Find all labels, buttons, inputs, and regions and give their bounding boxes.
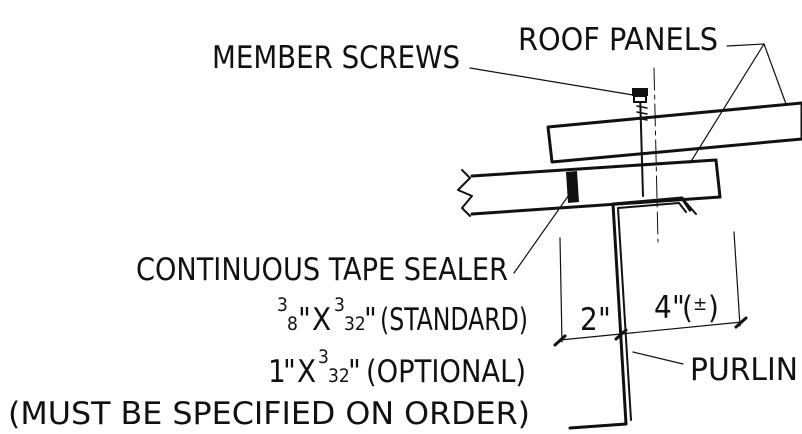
std-b-num: 3: [334, 294, 345, 316]
svg-text:": ": [283, 354, 296, 390]
svg-text:": ": [348, 354, 361, 390]
tape-sealer-label: CONTINUOUS TAPE SEALER: [136, 252, 508, 288]
svg-text:2: 2: [580, 302, 598, 338]
svg-text:": ": [298, 302, 311, 338]
svg-text:): ): [708, 290, 719, 326]
std-a-num: 3: [277, 294, 288, 316]
svg-text:": ": [672, 290, 685, 326]
dimension-2-label: 2 ": [580, 302, 611, 338]
opt-note: (OPTIONAL): [366, 354, 526, 390]
optional-size-label: 1 " X 3 32 " (OPTIONAL): [268, 346, 526, 390]
svg-text:(: (: [682, 290, 693, 326]
std-note: (STANDARD): [380, 302, 528, 338]
svg-text:4: 4: [654, 290, 672, 326]
lower-roof-panel: [457, 158, 722, 217]
roof-panels-label: ROOF PANELS: [518, 22, 718, 58]
opt-b-den: 32: [328, 365, 350, 387]
svg-text:": ": [364, 302, 377, 338]
must-be-specified-label: (MUST BE SPECIFIED ON ORDER): [8, 396, 530, 432]
member-screws-label: MEMBER SCREWS: [212, 40, 460, 76]
std-x: X: [312, 302, 331, 338]
opt-a: 1: [268, 354, 286, 390]
purlin-label: PURLIN: [690, 352, 798, 388]
opt-x: X: [297, 354, 316, 390]
leader-lines: [469, 43, 787, 365]
upper-roof-panel: [546, 101, 802, 164]
std-a-den: 8: [287, 313, 298, 335]
opt-b-num: 3: [318, 346, 329, 368]
dimension-lines: [553, 231, 748, 347]
svg-text:": ": [598, 302, 611, 338]
purlin-section: [568, 196, 697, 430]
standard-size-label: 3 8 " X 3 32 " (STANDARD): [277, 294, 528, 338]
std-b-den: 32: [344, 313, 366, 335]
center-line: [653, 67, 659, 243]
dimension-4-label: 4 " ( ± ): [654, 290, 719, 326]
break-line: [457, 169, 473, 217]
member-screw-icon: [632, 88, 648, 197]
plus-minus-sign: ±: [693, 293, 707, 315]
tape-sealer: [566, 171, 579, 203]
